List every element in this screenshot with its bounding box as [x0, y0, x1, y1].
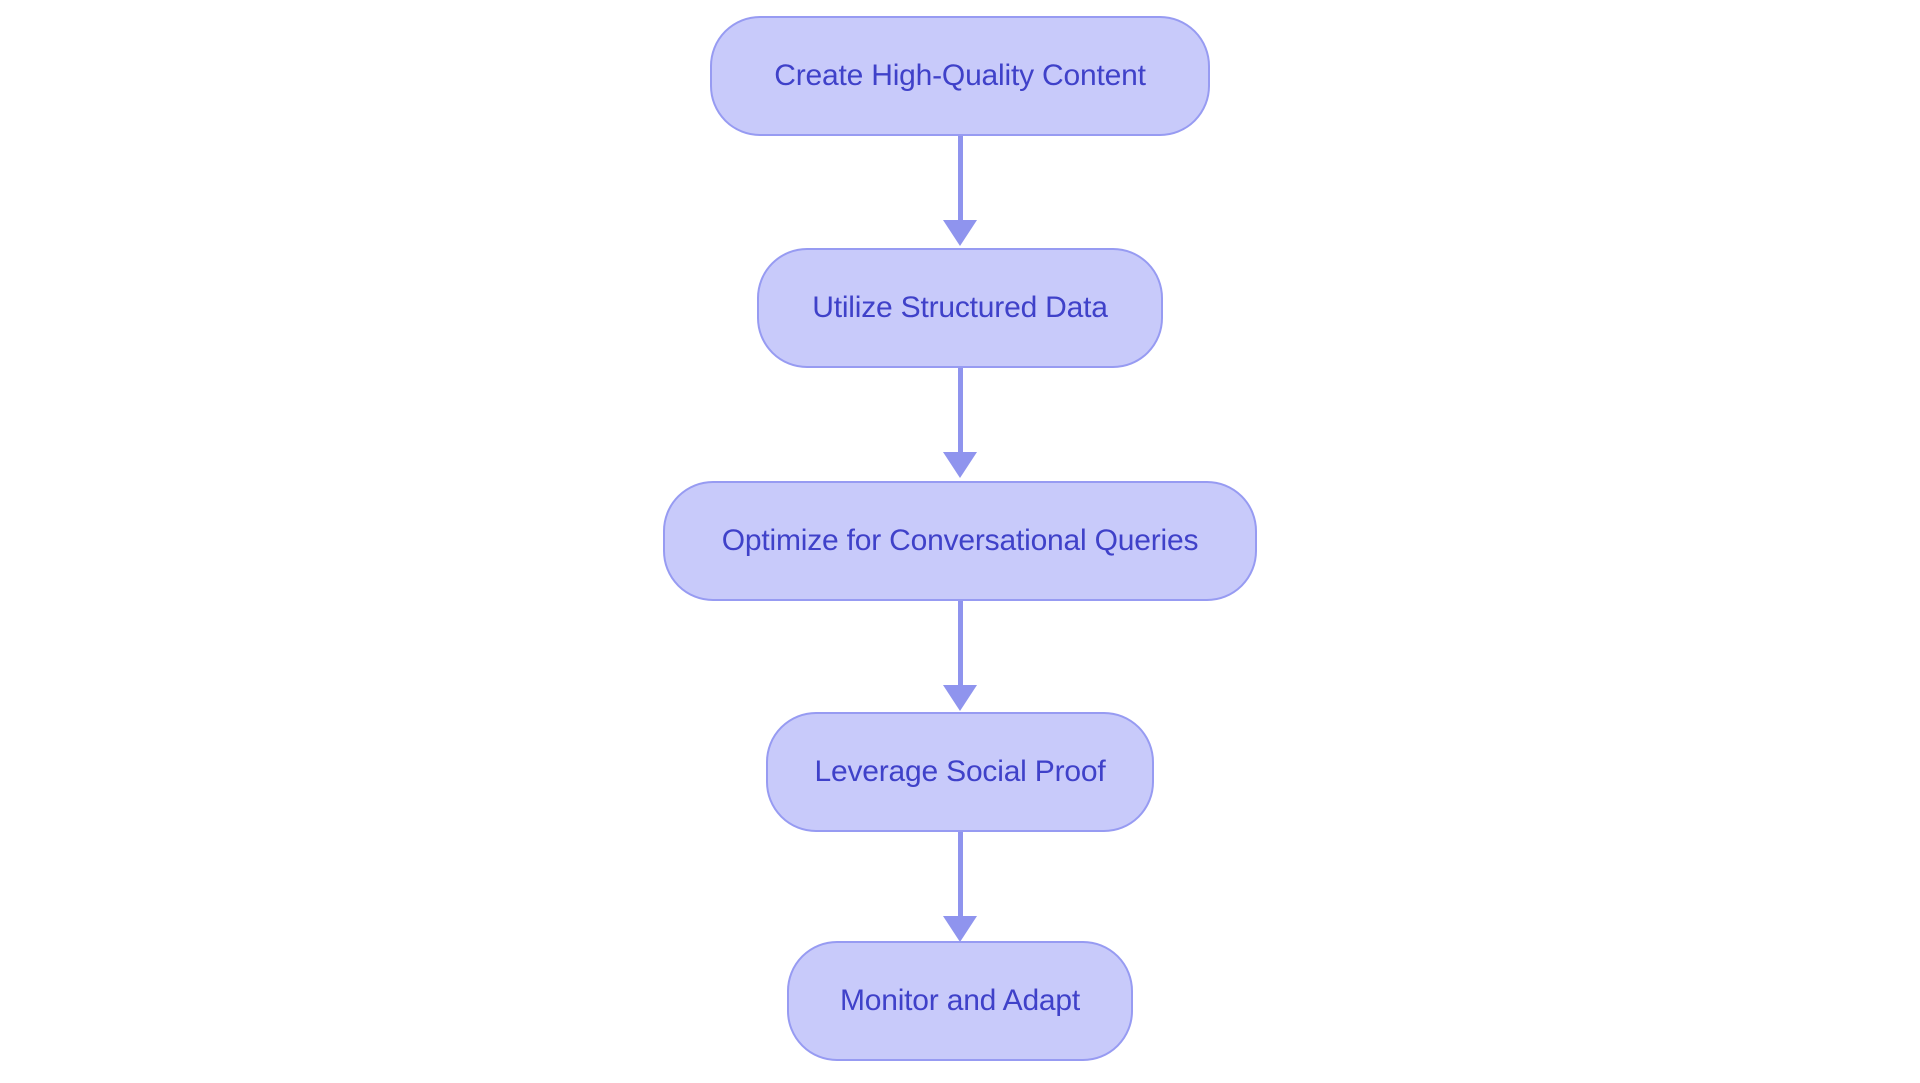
arrow-line [957, 601, 963, 685]
node-monitor-and-adapt: Monitor and Adapt [787, 941, 1133, 1061]
arrow-down-icon [943, 685, 977, 711]
node-label: Create High-Quality Content [774, 59, 1146, 92]
arrow-line [957, 368, 963, 452]
node-label: Monitor and Adapt [839, 984, 1081, 1017]
arrow-line [957, 832, 963, 916]
arrow-down-icon [943, 220, 977, 246]
node-optimize-conversational-queries: Optimize for Conversational Queries [663, 481, 1257, 601]
flow-arrow-n2-n3 [943, 368, 977, 478]
flow-arrow-n1-n2 [943, 136, 977, 246]
node-label: Optimize for Conversational Queries [721, 524, 1199, 557]
flow-arrow-n3-n4 [943, 601, 977, 711]
arrow-down-icon [943, 452, 977, 478]
arrow-line [957, 136, 963, 220]
node-create-high-quality-content: Create High-Quality Content [710, 16, 1210, 136]
node-label: Utilize Structured Data [812, 291, 1108, 324]
node-label: Leverage Social Proof [814, 755, 1106, 788]
arrow-down-icon [943, 916, 977, 942]
flow-arrow-n4-n5 [943, 832, 977, 942]
node-utilize-structured-data: Utilize Structured Data [757, 248, 1163, 368]
node-leverage-social-proof: Leverage Social Proof [766, 712, 1154, 832]
